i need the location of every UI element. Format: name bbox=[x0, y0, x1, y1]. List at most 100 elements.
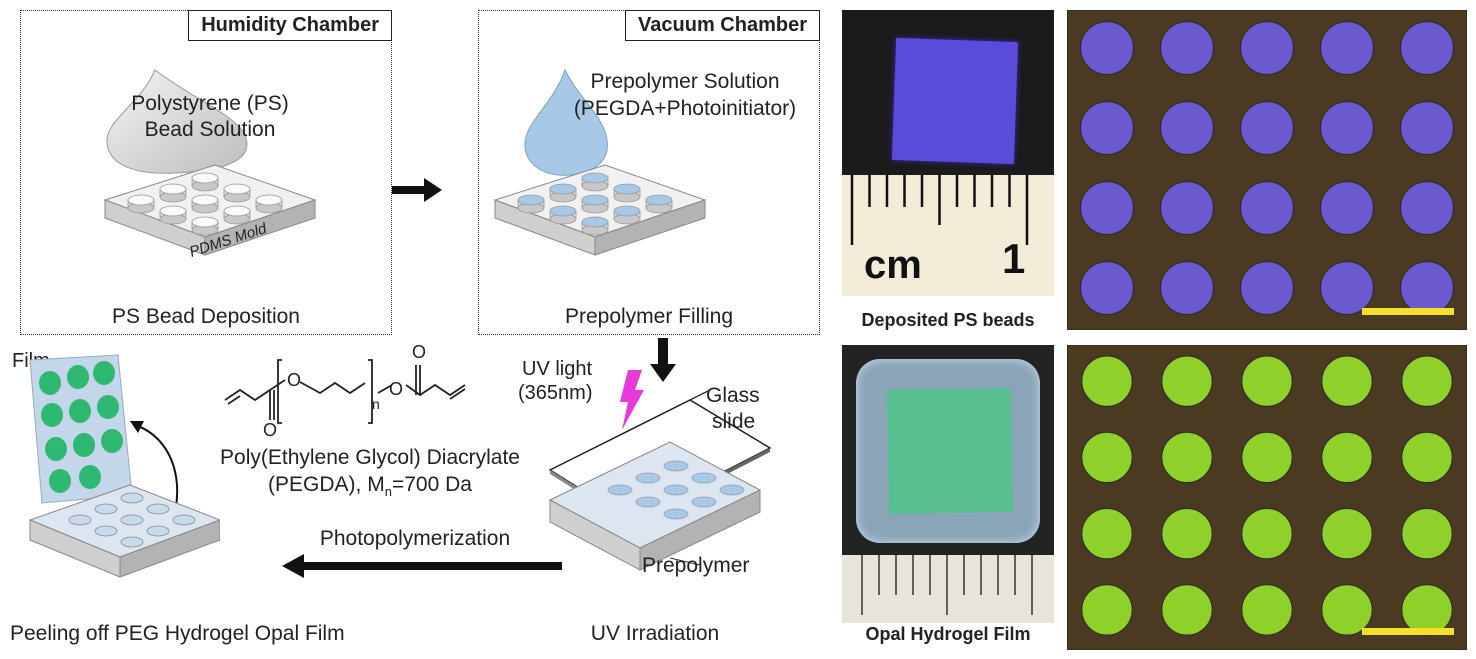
ps-film-square bbox=[891, 37, 1019, 165]
prepolymer-well bbox=[549, 205, 577, 225]
uv-light-line2: (365nm) bbox=[518, 382, 593, 404]
ps-deposition-caption: PS Bead Deposition bbox=[112, 305, 300, 328]
ps-micrograph bbox=[1067, 10, 1467, 330]
prepolymer-well bbox=[517, 194, 545, 214]
repeat-n: n bbox=[372, 396, 380, 412]
ruler-ticks bbox=[850, 175, 1029, 245]
ps-well bbox=[191, 194, 219, 214]
uv-well bbox=[691, 496, 717, 508]
ps-micrograph-dot bbox=[1080, 181, 1134, 235]
opal-micrograph-dot bbox=[1321, 507, 1373, 560]
atom-o-top: O bbox=[412, 342, 427, 362]
opal-micrograph-dot bbox=[1241, 584, 1293, 636]
ps-well bbox=[255, 194, 283, 214]
peel-well bbox=[120, 492, 144, 504]
ps-beads-photo: cm 1 bbox=[842, 10, 1054, 296]
vacuum-chamber-panel: Vacuum Chamber bbox=[478, 10, 820, 335]
ps-micrograph-dot bbox=[1080, 21, 1134, 75]
opal-film-photo bbox=[842, 345, 1054, 623]
opal-micrograph-dot bbox=[1081, 507, 1133, 560]
humidity-chamber-panel: Humidity Chamber bbox=[20, 10, 392, 335]
ps-micrograph-dot bbox=[1400, 261, 1454, 315]
prepolymer-well bbox=[581, 172, 609, 192]
atom-o-bottom: O bbox=[263, 420, 278, 440]
opal-micrograph bbox=[1067, 345, 1467, 650]
opal-micrograph-dot bbox=[1241, 507, 1293, 560]
ps-solution-line1: Polystyrene (PS) bbox=[131, 92, 289, 115]
ps-micrograph-scale-bar bbox=[1362, 308, 1454, 315]
prepolymer-well bbox=[581, 216, 609, 236]
ps-micrograph-dot bbox=[1320, 101, 1374, 155]
film-dot bbox=[97, 395, 119, 419]
opal-micrograph-dot bbox=[1321, 584, 1373, 636]
prepolymer-droplet bbox=[524, 68, 608, 176]
uv-well bbox=[635, 496, 661, 508]
peel-well bbox=[172, 514, 196, 526]
ps-micrograph-dot bbox=[1240, 21, 1294, 75]
peel-well bbox=[146, 503, 170, 515]
ps-micrograph-dot bbox=[1160, 101, 1214, 155]
vacuum-chamber-label: Vacuum Chamber bbox=[625, 10, 820, 41]
pegda-name-line1: Poly(Ethylene Glycol) Diacrylate bbox=[220, 446, 520, 469]
uv-well bbox=[663, 460, 689, 472]
peel-well bbox=[94, 525, 118, 537]
peel-well bbox=[120, 514, 144, 526]
ps-micrograph-dot bbox=[1240, 101, 1294, 155]
ruler-number: 1 bbox=[1002, 235, 1026, 282]
uv-setup bbox=[548, 370, 772, 571]
uv-well bbox=[607, 484, 633, 496]
ps-well bbox=[159, 205, 187, 225]
prepolymer-label: Prepolymer bbox=[642, 554, 750, 577]
ps-well bbox=[223, 205, 251, 225]
ps-well bbox=[159, 183, 187, 203]
film-dot bbox=[73, 433, 95, 457]
film-dot bbox=[45, 437, 67, 461]
arrow-left bbox=[282, 554, 562, 578]
pegda-name-line2: (PEGDA), Mn=700 Da bbox=[268, 473, 472, 500]
prepolymer-well bbox=[613, 183, 641, 203]
peel-well bbox=[146, 525, 170, 537]
film-dot bbox=[79, 465, 101, 489]
peel-well bbox=[94, 503, 118, 515]
ps-micrograph-dot bbox=[1400, 181, 1454, 235]
ps-well bbox=[191, 172, 219, 192]
opal-micrograph-dot bbox=[1401, 431, 1453, 484]
opal-micrograph-dot bbox=[1241, 355, 1293, 407]
uv-well bbox=[635, 472, 661, 484]
opal-ruler bbox=[842, 555, 1054, 623]
prepolymer-wells bbox=[517, 172, 673, 236]
ps-solution-line2: Bead Solution bbox=[144, 118, 276, 141]
mold-right-side bbox=[204, 199, 316, 256]
uv-lightning-icon bbox=[620, 370, 644, 430]
film-dot bbox=[67, 365, 89, 389]
prepolymer-well bbox=[581, 194, 609, 214]
ps-beads-caption: Deposited PS beads bbox=[861, 310, 1035, 330]
prepolymer-well bbox=[549, 183, 577, 203]
opal-micrograph-dot bbox=[1161, 584, 1213, 636]
peel-well bbox=[68, 514, 92, 526]
ps-micrograph-dot bbox=[1240, 181, 1294, 235]
ps-micrograph-dot bbox=[1240, 261, 1294, 315]
opal-micrograph-dot bbox=[1081, 584, 1133, 636]
peel-well bbox=[120, 536, 144, 548]
ps-micrograph-dot bbox=[1320, 261, 1374, 315]
opal-micrograph-dot bbox=[1241, 431, 1293, 484]
film-dot bbox=[41, 403, 63, 427]
uv-well bbox=[663, 508, 689, 520]
opal-micrograph-dot bbox=[1401, 584, 1453, 636]
film-dots bbox=[39, 361, 123, 493]
film-dot bbox=[93, 361, 115, 385]
film-dot bbox=[39, 371, 61, 395]
uv-irradiation-caption: UV Irradiation bbox=[590, 622, 720, 645]
ps-wells bbox=[127, 172, 283, 236]
opal-micrograph-dot bbox=[1321, 355, 1373, 407]
ps-micrograph-dot bbox=[1320, 181, 1374, 235]
peel-wells bbox=[68, 492, 196, 548]
uv-wells bbox=[607, 460, 745, 520]
glass-slide-line2: slide bbox=[712, 410, 756, 433]
opal-micrograph-dot bbox=[1161, 507, 1213, 560]
ps-micrograph-dot bbox=[1080, 101, 1134, 155]
glass-slide-line1: Glass bbox=[706, 384, 760, 407]
pegda-structure bbox=[224, 359, 466, 424]
ps-micrograph-dot bbox=[1160, 181, 1214, 235]
